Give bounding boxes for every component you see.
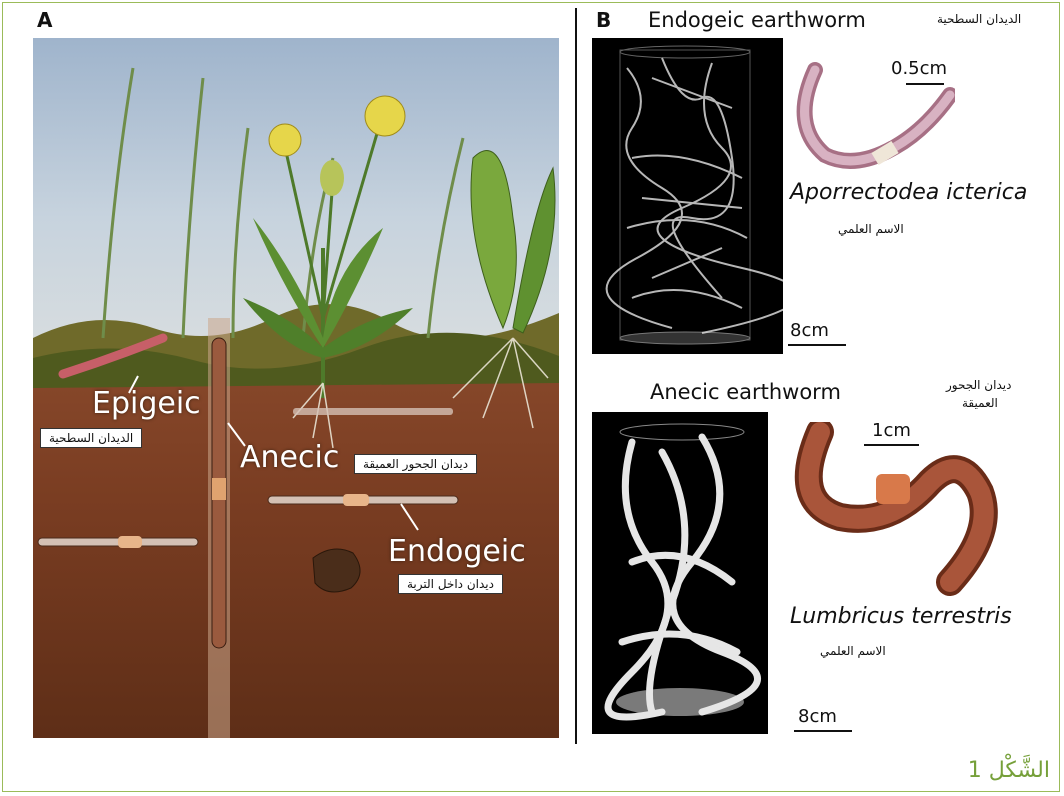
endogeic-burrow-scan [592, 38, 783, 354]
endogeic-worm-scale-label: 0.5cm [891, 58, 947, 79]
endogeic-ar-label: ديدان داخل التربة [398, 574, 503, 594]
anecic-column-scale-label: 8cm [798, 706, 837, 727]
anecic-species-ar: الاسم العلمي [820, 644, 886, 658]
anecic-ar-label: ديدان الجحور العميقة [354, 454, 477, 474]
panel-divider [575, 8, 577, 744]
endogeic-heading: Endogeic earthworm [648, 8, 866, 32]
endogeic-worm-scale-bar [906, 83, 944, 85]
lumbricus-worm [790, 422, 1020, 602]
figure-caption: الشَّكْل 1 [968, 758, 1050, 783]
root-horizontal [293, 408, 453, 415]
anecic-column-scale-bar [794, 730, 852, 732]
endogeic-column-scale-bar [788, 344, 846, 346]
endogeic-species-name: Aporrectodea icterica [790, 180, 1027, 205]
epigeic-label: Epigeic [92, 386, 201, 421]
anecic-heading-ar-1: ديدان الجحور [946, 378, 1011, 392]
anecic-worm-scale-bar [864, 444, 919, 446]
anecic-species-name: Lumbricus terrestris [790, 604, 1012, 629]
epigeic-ar-label: الديدان السطحية [40, 428, 142, 448]
anecic-label: Anecic [240, 440, 339, 475]
panel-b-letter: B [596, 8, 611, 32]
endogeic-heading-ar: الديدان السطحية [937, 12, 1021, 26]
endogeic-species-ar: الاسم العلمي [838, 222, 904, 236]
stone [313, 549, 360, 592]
endogeic-column-scale-label: 8cm [790, 320, 829, 341]
endogeic-label: Endogeic [388, 534, 526, 569]
anecic-burrow-scan [592, 412, 768, 734]
panel-a-letter: A [37, 8, 52, 32]
anecic-heading: Anecic earthworm [650, 380, 841, 404]
anecic-worm-scale-label: 1cm [872, 420, 911, 441]
anecic-heading-ar-2: العميقة [962, 396, 998, 410]
